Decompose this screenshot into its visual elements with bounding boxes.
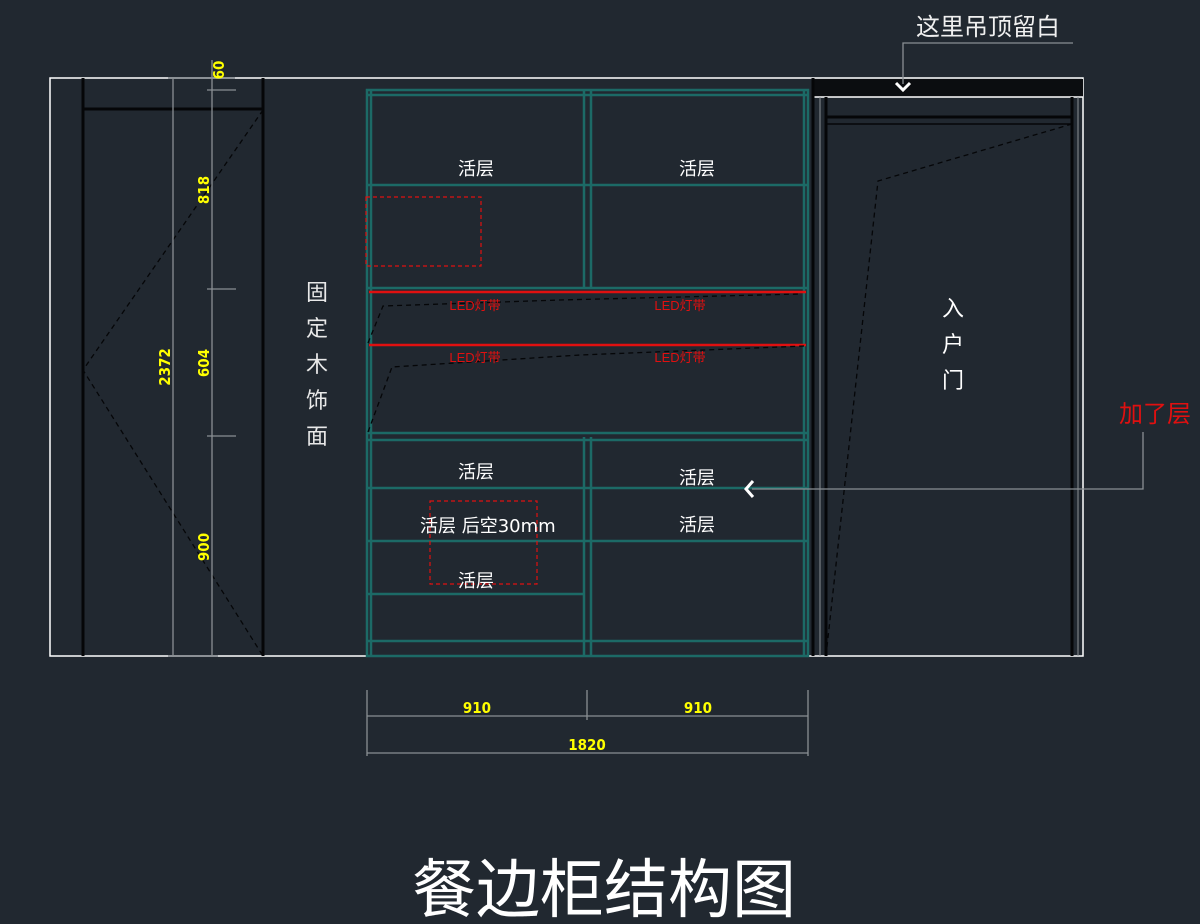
width-dimensions: 910 910 1820 xyxy=(366,690,809,756)
label-char: 面 xyxy=(306,425,328,450)
label-char: 固 xyxy=(306,281,328,306)
dim-middle: 604 xyxy=(195,349,213,377)
entry-door: 入 户 门 xyxy=(811,78,1083,657)
led-label: LED灯带 xyxy=(654,350,705,365)
door-label-char: 入 xyxy=(942,297,964,322)
shelf-back-label: 活层 后空30mm xyxy=(420,516,556,537)
dim-lower: 900 xyxy=(195,533,213,561)
ceiling-note-text: 这里吊顶留白 xyxy=(916,13,1060,41)
shelf-label: 活层 xyxy=(679,515,715,536)
shelf-label: 活层 xyxy=(458,462,494,483)
dim-total-height: 2372 xyxy=(156,348,174,386)
dim-width-left: 910 xyxy=(463,699,491,717)
fixed-panel-label: 固 定 木 饰 面 xyxy=(306,281,328,450)
shelf-label: 活层 xyxy=(679,159,715,180)
led-label: LED灯带 xyxy=(449,298,500,313)
shelf-label: 活层 xyxy=(679,468,715,489)
dim-width-right: 910 xyxy=(684,699,712,717)
red-dashed-box xyxy=(365,196,482,267)
drawing-title: 餐边柜结构图 xyxy=(412,854,796,924)
label-char: 饰 xyxy=(306,389,328,414)
height-dimensions: 2372 60 818 604 900 xyxy=(156,60,236,657)
arrow-down-icon xyxy=(894,81,912,93)
led-label: LED灯带 xyxy=(449,350,500,365)
door-label-char: 门 xyxy=(942,369,964,394)
shelf-label: 活层 xyxy=(458,159,494,180)
door-label-char: 户 xyxy=(942,333,964,358)
shelf-label: 活层 xyxy=(458,571,494,592)
added-shelf-text: 加了层 xyxy=(1119,400,1191,428)
dim-upper: 818 xyxy=(195,176,213,204)
arrow-left-icon xyxy=(744,480,755,498)
label-char: 定 xyxy=(306,317,328,342)
cabinet: LED灯带 LED灯带 LED灯带 LED灯带 活层 活层 活层 活层 活层 后… xyxy=(365,88,810,658)
led-label: LED灯带 xyxy=(654,298,705,313)
ceiling-band xyxy=(813,79,1083,97)
added-shelf-note: 加了层 xyxy=(744,400,1191,498)
dim-top: 60 xyxy=(210,61,228,80)
red-dashed-box xyxy=(429,500,538,585)
label-char: 木 xyxy=(306,353,328,378)
dim-width-total: 1820 xyxy=(568,736,606,754)
ceiling-note: 这里吊顶留白 xyxy=(894,13,1073,93)
